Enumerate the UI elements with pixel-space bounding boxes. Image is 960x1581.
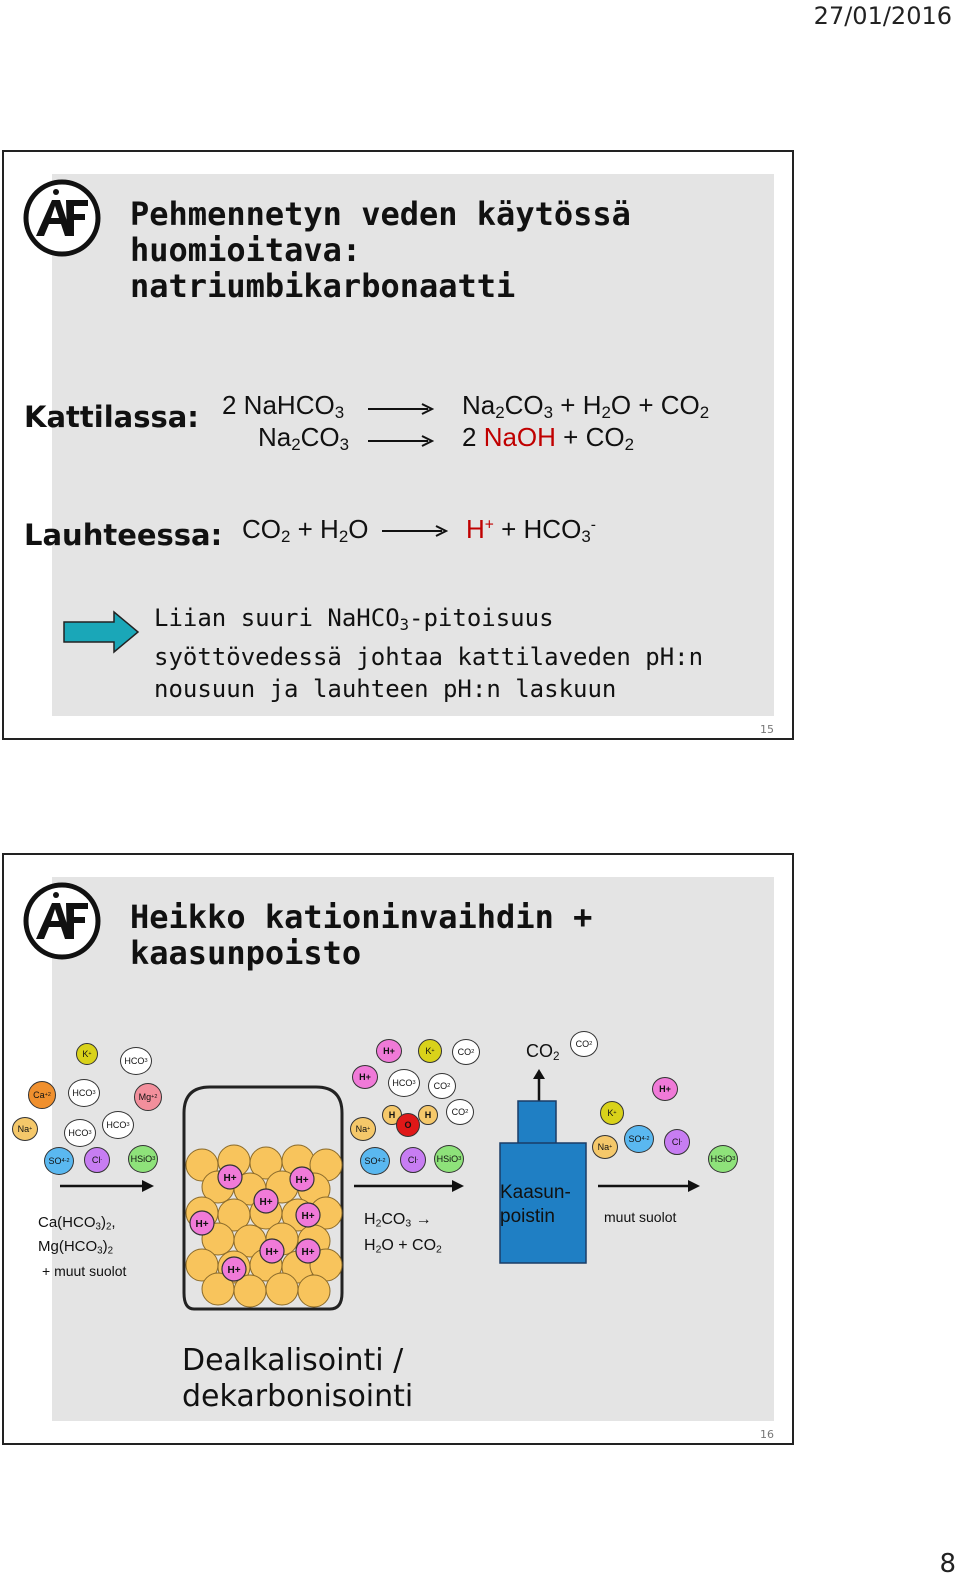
bottom-title-line: dekarbonisointi [182, 1379, 414, 1414]
ion-na: Na+ [12, 1117, 38, 1141]
svg-text:H+: H+ [295, 1175, 308, 1186]
page-number: 8 [939, 1549, 956, 1579]
slide-16: Heikko kationinvaihdin + kaasunpoisto K+… [2, 853, 794, 1445]
ion-k: K+ [600, 1101, 624, 1125]
slide-number: 16 [760, 1428, 774, 1441]
svg-text:H+: H+ [265, 1247, 278, 1258]
svg-text:H+: H+ [301, 1211, 314, 1222]
svg-text:H+: H+ [223, 1173, 236, 1184]
flow-arrow-icon [598, 1180, 700, 1192]
ion-na: Na+ [592, 1135, 618, 1159]
ion-exchange-column: H+ H+ H+ H+ H+ H+ H+ H+ [182, 1085, 344, 1311]
slide-15: Pehmennetyn veden käytössä huomioitava: … [2, 150, 794, 740]
kattilassa-label: Kattilassa: [24, 400, 199, 434]
ion-k: K+ [418, 1039, 442, 1063]
degasser-label-line: poistin [500, 1206, 555, 1227]
ion-h: H+ [376, 1039, 402, 1063]
svg-text:H+: H+ [195, 1219, 208, 1230]
bottom-title-line: Dealkalisointi / [182, 1343, 404, 1378]
right-arrow-icon [63, 610, 140, 654]
slide-background [52, 174, 774, 716]
aalto-logo-icon [23, 882, 101, 960]
carbonic-acid-equation: H2CO3 → H2O + CO2 [364, 1211, 442, 1256]
other-salts-label: muut suolot [604, 1209, 677, 1225]
flow-arrow-icon [60, 1180, 154, 1192]
equation-2-right: 2 NaOH + CO2 [462, 422, 634, 455]
title-line: huomioitava: [130, 231, 362, 269]
subscript: 3 [399, 615, 410, 634]
ion-mg: Mg+2 [134, 1083, 162, 1111]
ion-h: H+ [352, 1065, 378, 1089]
title-line: kaasunpoisto [130, 934, 362, 972]
equation-3-right: H+ + HCO3- [466, 514, 596, 547]
feed-water-label: Ca(HCO3)2, Mg(HCO3)2 [38, 1214, 116, 1257]
slide-16-title: Heikko kationinvaihdin + kaasunpoisto [130, 899, 592, 971]
lauhteessa-label: Lauhteessa: [24, 518, 223, 552]
title-line: natriumbikarbonaatti [130, 267, 516, 305]
arrow-text-line: Liian suuri NaHCO [154, 604, 400, 632]
header-date: 27/01/2016 [813, 2, 952, 30]
arrow-text-line: syöttövedessä johtaa kattilaveden pH:n [154, 642, 704, 671]
arrow-text: Liian suuri NaHCO3-pitoisuus syöttövedes… [154, 602, 703, 705]
other-salts-label: + muut suolot [42, 1263, 127, 1279]
bottom-title: Dealkalisointi / dekarbonisointi [182, 1343, 413, 1415]
up-arrow-icon [533, 1069, 545, 1101]
slide-15-title: Pehmennetyn veden käytössä huomioitava: … [130, 196, 631, 304]
equation-3-left: CO2 + H2O [242, 514, 369, 547]
degasser-tower [499, 1100, 587, 1264]
reaction-arrow-icon [368, 435, 434, 447]
flow-arrow-icon [354, 1180, 464, 1192]
aalto-logo-icon [23, 179, 101, 257]
degasser-label-line: Kaasun- [500, 1182, 571, 1203]
title-line: Heikko kationinvaihdin + [130, 898, 593, 936]
arrow-text-line: nousuun ja lauhteen pH:n laskuun [154, 674, 617, 703]
svg-text:H+: H+ [227, 1265, 240, 1276]
ion-k: K+ [76, 1043, 98, 1065]
reaction-arrow-icon [382, 525, 448, 537]
equation-1-right: Na2CO3 + H2O + CO2 [462, 390, 710, 423]
title-line: Pehmennetyn veden käytössä [130, 195, 631, 233]
ion-h: H [418, 1105, 438, 1125]
ion-h: H+ [652, 1077, 678, 1101]
equation-2-left: Na2CO3 [258, 422, 350, 455]
ion-na: Na+ [350, 1117, 376, 1141]
arrow-text-line: -pitoisuus [409, 604, 554, 632]
ion-o: O [396, 1113, 420, 1137]
ion-ca: Ca+2 [28, 1081, 56, 1109]
co2-label: CO2 [526, 1041, 560, 1063]
equation-1-left: 2 NaHCO3 [222, 390, 345, 423]
degasser-label: Kaasun- poistin [500, 1181, 571, 1229]
svg-text:H+: H+ [259, 1197, 272, 1208]
slide-number: 15 [760, 723, 774, 736]
reaction-arrow-icon [368, 403, 434, 415]
ion-cl: Cl- [400, 1147, 426, 1173]
svg-text:H+: H+ [301, 1247, 314, 1258]
ion-cl: Cl- [84, 1147, 110, 1173]
ion-cl: Cl- [664, 1129, 690, 1155]
